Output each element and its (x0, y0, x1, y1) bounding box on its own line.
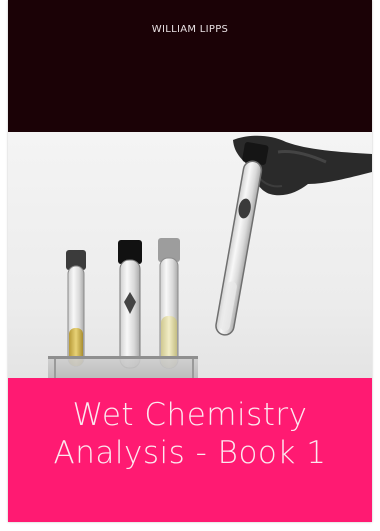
book-cover[interactable]: WILLIAM LIPPS (8, 0, 372, 522)
test-tube-yellow (66, 250, 86, 367)
test-tube-rack (48, 356, 198, 378)
test-tube-pale (158, 238, 180, 369)
test-tubes-illustration (48, 135, 372, 378)
book-title-line-1: Wet Chemistry (72, 397, 308, 433)
author-name: WILLIAM LIPPS (151, 24, 229, 35)
book-title-line-2: Analysis - Book 1 (53, 435, 327, 471)
cover-title-band: Wet Chemistry Analysis - Book 1 (8, 378, 372, 522)
book-title: Wet Chemistry Analysis - Book 1 (8, 396, 372, 472)
test-tube-dark (118, 240, 142, 369)
cover-photo (8, 132, 372, 378)
held-test-tube (215, 142, 269, 336)
cover-top-band: WILLIAM LIPPS (8, 0, 372, 132)
